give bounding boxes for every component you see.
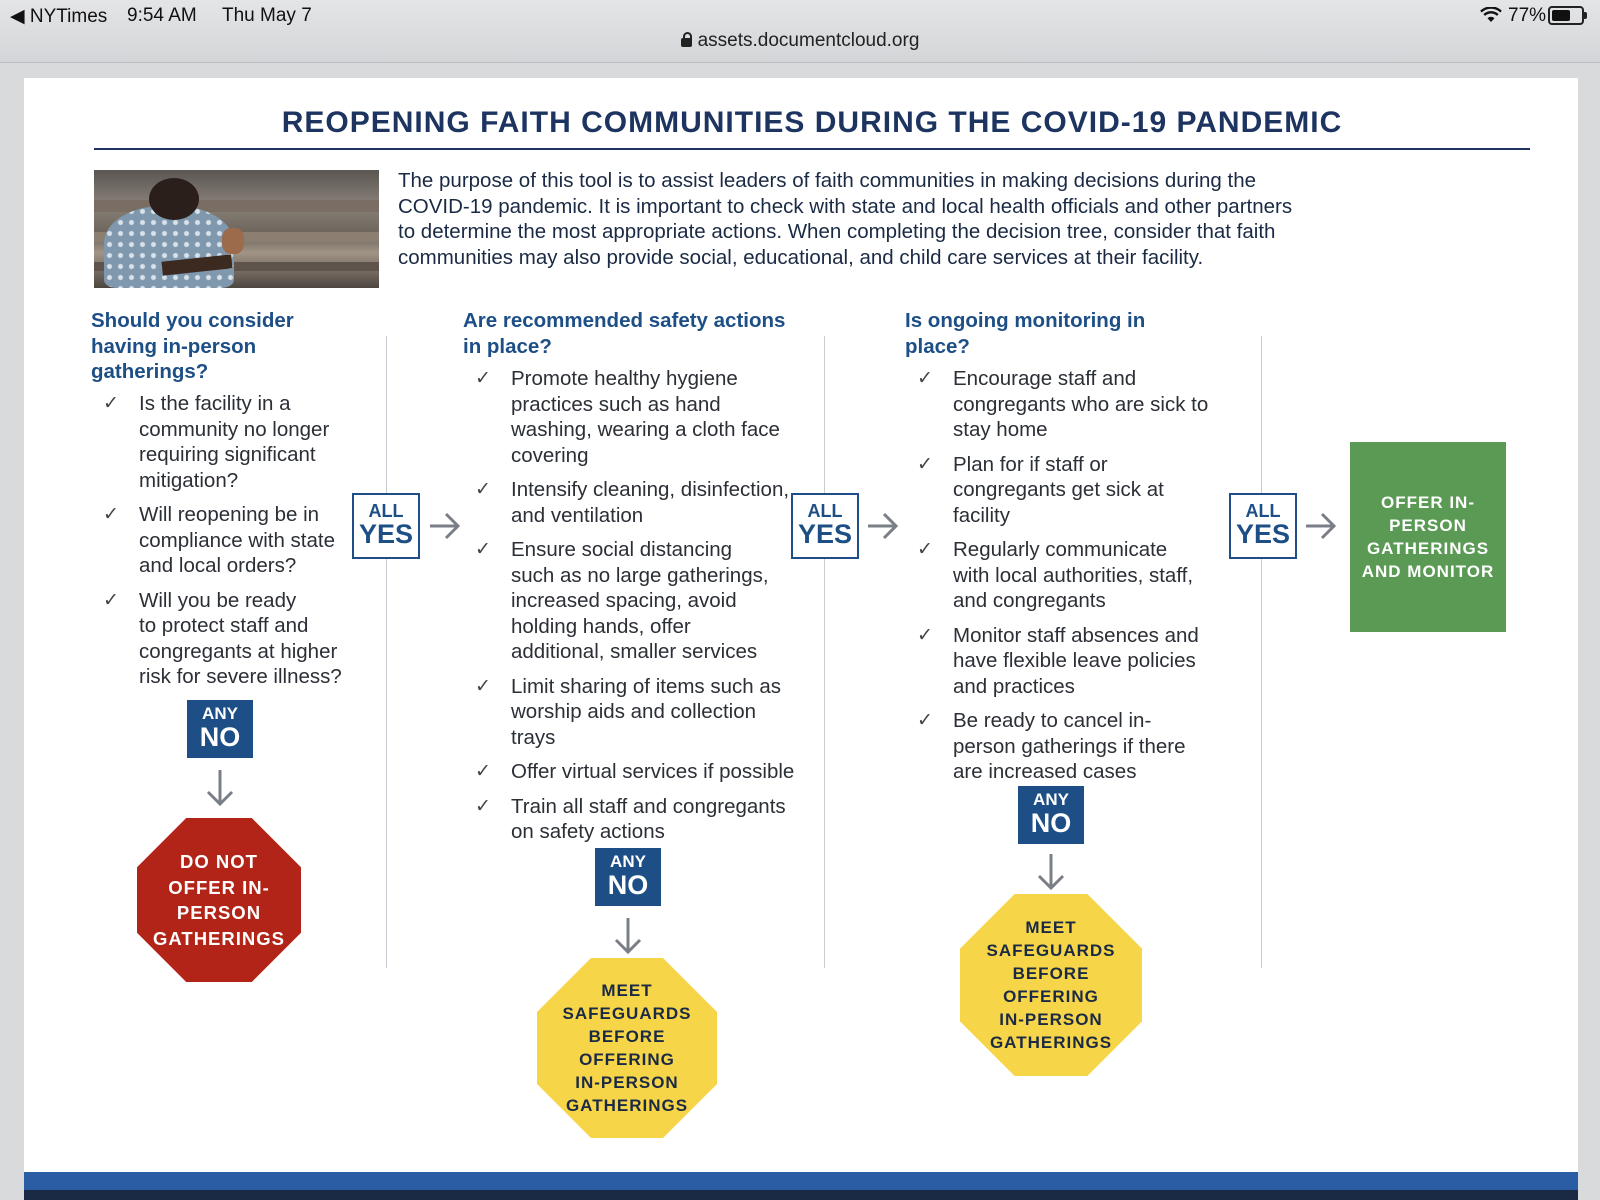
checklist-item: ✓ Intensify cleaning, disinfection,and v…	[475, 478, 790, 527]
intro-paragraph: The purpose of this tool is to assist le…	[398, 168, 1298, 270]
intro-line: communities may also provide social, edu…	[398, 245, 1204, 269]
title-divider	[94, 148, 1530, 150]
status-time: 9:54 AM	[127, 5, 197, 26]
checkmark-icon: ✓	[475, 795, 491, 817]
down-arrow-icon	[206, 770, 234, 807]
checkmark-icon: ✓	[475, 479, 491, 500]
back-to-app-link[interactable]: ◀ NYTimes	[10, 6, 108, 27]
lock-icon	[680, 32, 692, 47]
checkmark-icon: ✓	[475, 675, 491, 697]
question-3-heading: Is ongoing monitoring in place?	[905, 309, 1146, 358]
intro-line: COVID-19 pandemic. It is important to ch…	[398, 194, 1293, 218]
checkmark-icon: ✓	[917, 368, 933, 389]
down-arrow-icon	[614, 918, 642, 955]
right-arrow-icon	[430, 512, 460, 540]
checkmark-icon: ✓	[103, 504, 119, 525]
intro-line: to determine the most appropriate action…	[398, 220, 1276, 243]
document-page: REOPENING FAITH COMMUNITIES DURING THE C…	[24, 78, 1578, 1200]
checklist-item: ✓ Be ready to cancel in-person gathering…	[917, 709, 1186, 783]
right-arrow-icon	[868, 512, 898, 540]
battery-fill	[1552, 10, 1570, 21]
checkmark-icon: ✓	[475, 539, 491, 560]
checkmark-icon: ✓	[103, 589, 119, 611]
question-2-heading: Are recommended safety actions in place?	[463, 309, 786, 358]
column-divider	[824, 336, 825, 968]
checkmark-icon: ✓	[917, 624, 933, 646]
checkmark-icon: ✓	[917, 710, 933, 731]
checkmark-icon: ✓	[475, 761, 491, 782]
right-arrow-icon	[1306, 512, 1336, 540]
down-arrow-icon	[1037, 854, 1065, 891]
intro-line: The purpose of this tool is to assist le…	[398, 169, 1257, 192]
page-title: REOPENING FAITH COMMUNITIES DURING THE C…	[281, 106, 1343, 139]
address-bar[interactable]: assets.documentcloud.org	[0, 30, 1600, 52]
checkmark-icon: ✓	[103, 393, 119, 414]
browser-status-bar: ◀ NYTimes 9:54 AM Thu May 7 assets.docum…	[0, 0, 1600, 63]
wifi-icon	[1480, 6, 1502, 28]
column-divider	[386, 336, 387, 968]
question-1-heading: Should you consider having in-person gat…	[91, 309, 294, 383]
footer-bar	[24, 1172, 1578, 1200]
praying-child-photo	[94, 170, 379, 288]
checkmark-icon: ✓	[475, 368, 491, 389]
column-divider	[1261, 336, 1262, 968]
checkmark-icon: ✓	[917, 453, 933, 475]
battery-percent: 77%	[1508, 5, 1547, 26]
checklist-item: ✓ Offer virtual services if possible	[475, 760, 795, 783]
status-date: Thu May 7	[222, 5, 312, 26]
url-text: assets.documentcloud.org	[697, 30, 920, 51]
battery-icon	[1548, 6, 1587, 25]
checkmark-icon: ✓	[917, 539, 933, 560]
